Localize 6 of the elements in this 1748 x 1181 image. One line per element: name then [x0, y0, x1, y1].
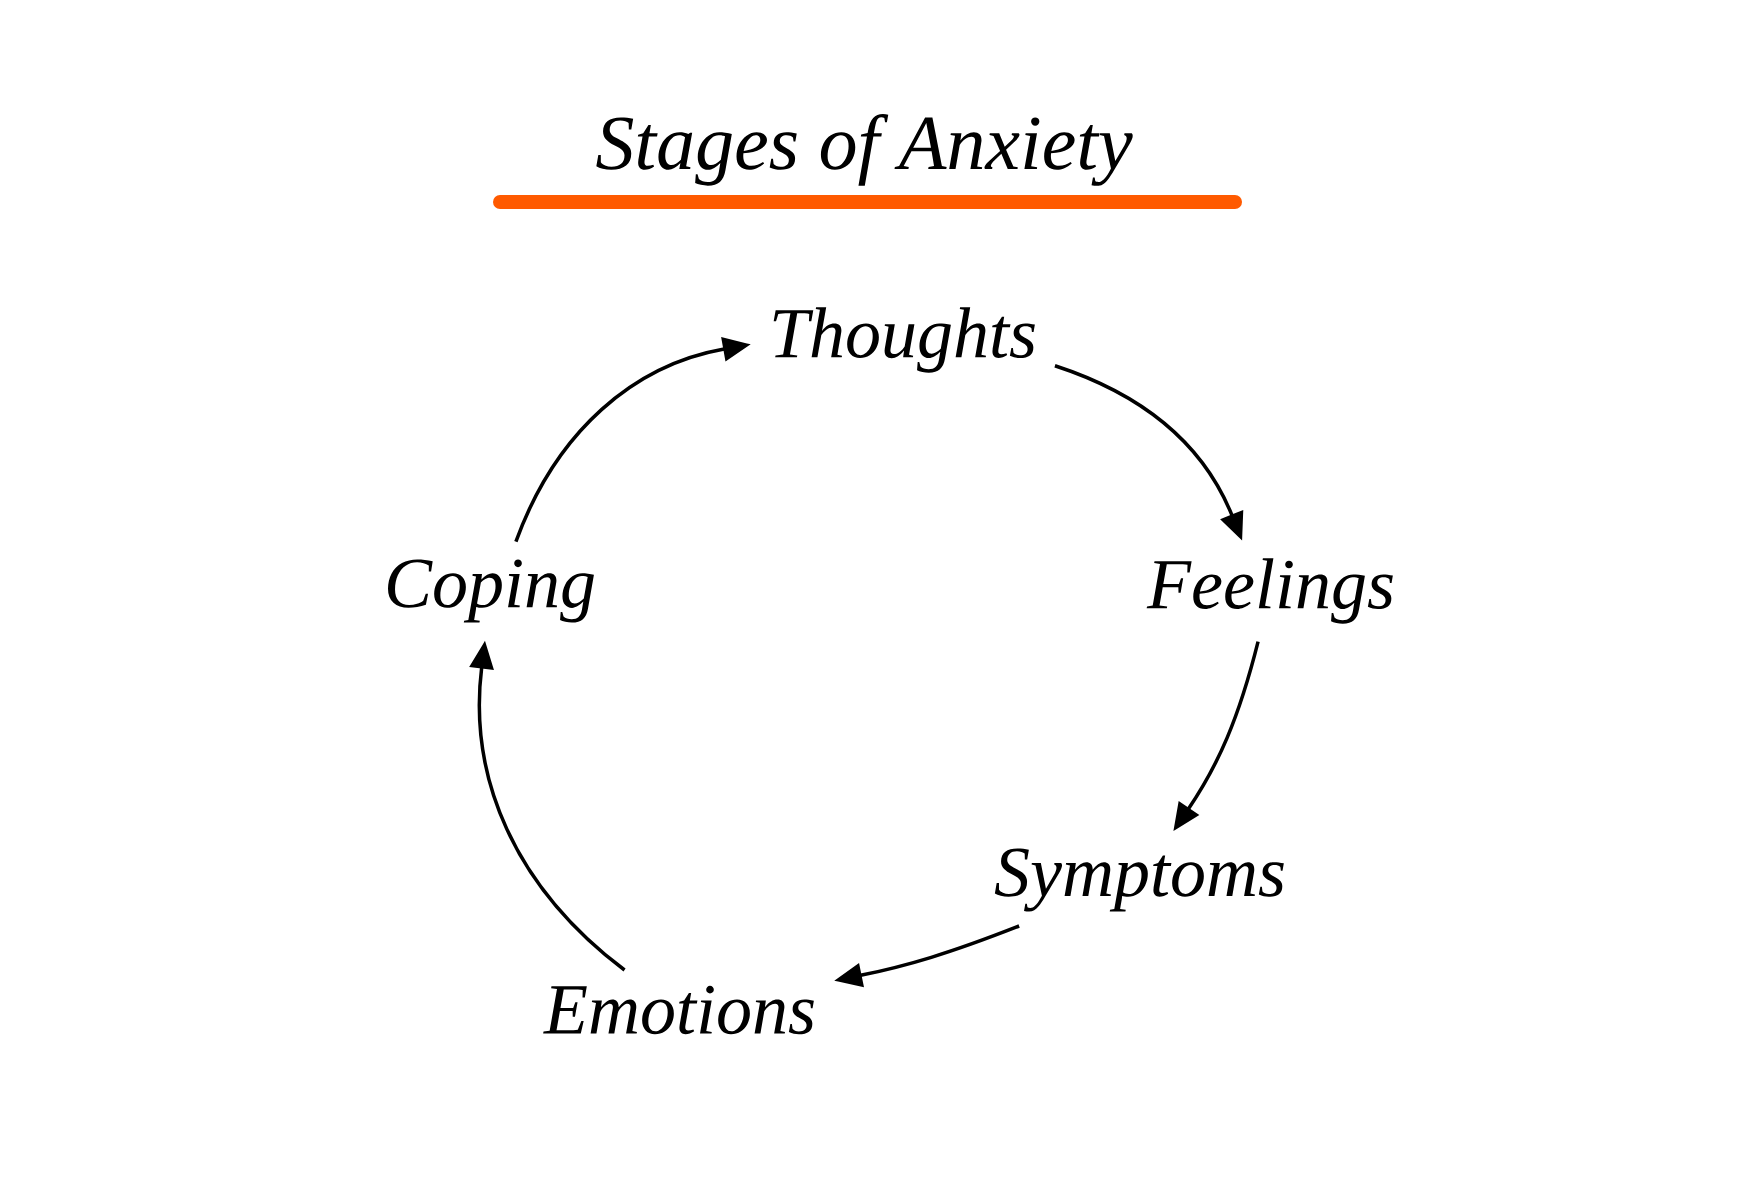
stage-label: Feelings: [1146, 558, 1393, 624]
stage-label: Emotions: [543, 985, 814, 1035]
stage-label: Symptoms: [994, 848, 1284, 912]
title: Stages of Anxiety: [596, 114, 1133, 186]
stage-label: Thoughts: [773, 307, 1035, 373]
stage-label: Coping: [388, 559, 594, 623]
